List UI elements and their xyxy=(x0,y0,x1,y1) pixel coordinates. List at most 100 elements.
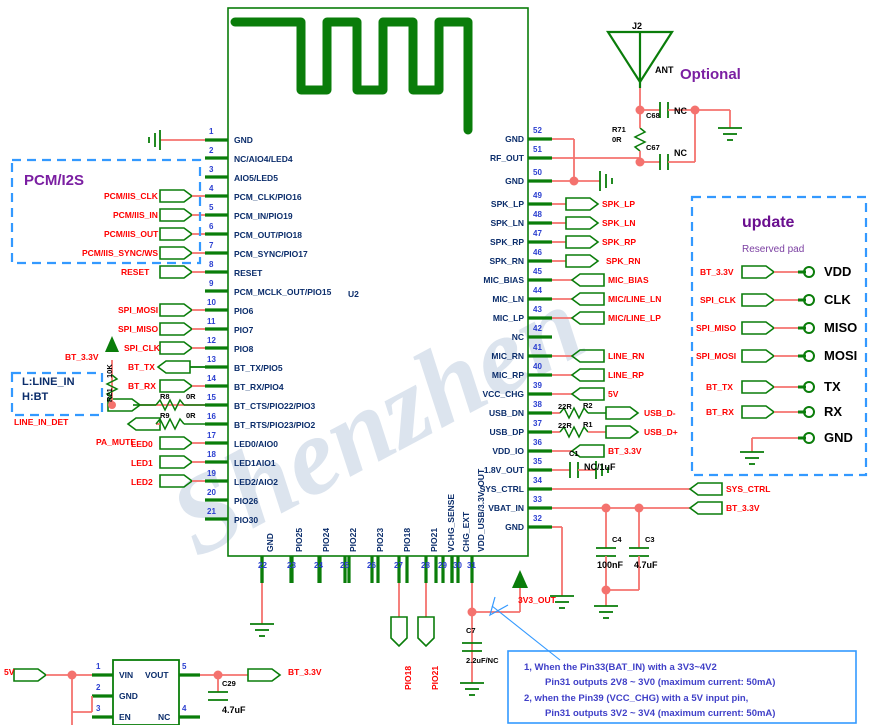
resistor-value-r21: 10K xyxy=(105,364,114,378)
pin-name: PCM_CLK/PIO16 xyxy=(234,192,302,202)
pin-number: 15 xyxy=(207,393,216,402)
resistor-value-r8: 0R xyxy=(186,392,196,401)
pin-name: LED2/AIO2 xyxy=(234,477,278,487)
pin-number: 28 xyxy=(421,561,430,570)
pin-name: USB_DP xyxy=(489,427,524,437)
pin-number: 18 xyxy=(207,450,216,459)
pin-name: GND xyxy=(234,135,253,145)
pin-number: 41 xyxy=(533,343,542,352)
pin-name: PIO23 xyxy=(375,527,385,552)
pin-number: 51 xyxy=(533,145,542,154)
pin-name: GND xyxy=(119,691,138,701)
pin-number: 2 xyxy=(209,146,214,155)
net-label: SPK_LN xyxy=(602,218,636,228)
pin-number: 12 xyxy=(207,336,216,345)
pin-number: 5 xyxy=(209,203,214,212)
net-label: BT_RX xyxy=(128,381,156,391)
pad-net-label: SPI_CLK xyxy=(700,295,736,305)
pin-number: 50 xyxy=(533,168,542,177)
net-label: LINE_RP xyxy=(608,370,644,380)
pin-name: PIO26 xyxy=(234,496,259,506)
pin-name: PIO7 xyxy=(234,325,254,335)
note-line-2: Pin31 outputs 2V8 ~ 3V0 (maximum current… xyxy=(545,677,776,688)
pin-name: BT_RX/PIO4 xyxy=(234,382,284,392)
pin-name: PCM_MCLK_OUT/PIO15 xyxy=(234,287,332,297)
pin-name: RF_OUT xyxy=(490,153,524,163)
net-label: RESET xyxy=(121,267,150,277)
pin-name: VIN xyxy=(119,670,134,680)
pin-name: GND xyxy=(265,533,275,552)
net-label: LINE_IN_DET xyxy=(14,417,69,427)
pin-name: SPK_RP xyxy=(489,237,524,247)
cap-ref-c67: C67 xyxy=(646,143,660,152)
pad-label: RX xyxy=(824,404,843,419)
pin-name: NC/AIO4/LED4 xyxy=(234,154,293,164)
pin-name: SYS_CTRL xyxy=(479,484,524,494)
pin-number: 42 xyxy=(533,324,542,333)
resistor-value-r71: 0R xyxy=(612,135,622,144)
net-label: LINE_RN xyxy=(608,351,645,361)
block-title-pcm-i2s: PCM/I2S xyxy=(24,172,85,189)
pin-name: PIO24 xyxy=(321,527,331,552)
cap-ref-c29: C29 xyxy=(222,679,236,688)
pin-number: 33 xyxy=(533,495,542,504)
pin-name: MIC_RN xyxy=(491,351,524,361)
pad-label: VDD xyxy=(824,264,852,279)
pin-number: 4 xyxy=(209,184,214,193)
resistor-ref-r21: R21 xyxy=(105,388,114,402)
pin-name: EN xyxy=(119,712,131,722)
cap-value-c3: 4.7uF xyxy=(634,560,658,570)
pin-name: CHG_EXT xyxy=(461,511,471,552)
pin-number: 9 xyxy=(209,279,214,288)
pin-number: 24 xyxy=(314,561,323,570)
pin-name: VCHG_SENSE xyxy=(446,493,456,552)
net-label: USB_D+ xyxy=(644,427,678,437)
cap-ref-c7: C7 xyxy=(466,626,476,635)
pin-number: 20 xyxy=(207,488,216,497)
pin-name: LED0/AIO0 xyxy=(234,439,278,449)
pin-number: 44 xyxy=(533,286,542,295)
pin-number: 48 xyxy=(533,210,542,219)
pin-number: 40 xyxy=(533,362,542,371)
net-label: PCM/IIS_OUT xyxy=(104,229,159,239)
cap-value-c29: 4.7uF xyxy=(222,705,246,715)
pad-label: MISO xyxy=(824,320,858,335)
pin-number: 11 xyxy=(207,317,216,326)
pin-name: AIO5/LED5 xyxy=(234,173,278,183)
pin-name: PCM_IN/PIO19 xyxy=(234,211,293,221)
net-label: BT_TX xyxy=(128,362,155,372)
pin-name: USB_DN xyxy=(489,408,524,418)
pin-number: 5 xyxy=(182,662,187,671)
pad-label: GND xyxy=(824,430,853,445)
net-label: MIC_BIAS xyxy=(608,275,649,285)
block-label-line-in-det-2: H:BT xyxy=(22,391,49,403)
pad-net-label: SPI_MISO xyxy=(696,323,737,333)
resistor-ref-r2: R2 xyxy=(583,401,593,410)
pin-number: 36 xyxy=(533,438,542,447)
cap-ref-c68: C68 xyxy=(646,111,660,120)
cap-value-c68: NC xyxy=(674,106,687,116)
pin-number: 38 xyxy=(533,400,542,409)
resistor-value-r2: 22R xyxy=(558,402,572,411)
pin-number: 46 xyxy=(533,248,542,257)
pin-name: MIC_BIAS xyxy=(483,275,524,285)
net-label: SPI_MISO xyxy=(118,324,159,334)
pad-label: TX xyxy=(824,379,841,394)
net-label: MIC/LINE_LN xyxy=(608,294,662,304)
pin-number: 26 xyxy=(367,561,376,570)
net-label-5v-in: 5V xyxy=(4,667,15,677)
pin-name: BT_CTS/PIO22/PIO3 xyxy=(234,401,316,411)
block-label-line-in-det-1: L:LINE_IN xyxy=(22,376,75,388)
cap-value-c7: 2.2uF/NC xyxy=(466,656,499,665)
pin-number: 3 xyxy=(209,165,214,174)
pin-name: 1.8V_OUT xyxy=(483,465,524,475)
update-block-title: update xyxy=(742,214,795,231)
pad-net-label: BT_RX xyxy=(706,407,734,417)
pin-number: 49 xyxy=(533,191,542,200)
pin-number: 25 xyxy=(340,561,349,570)
pin-name: VCC_CHG xyxy=(482,389,524,399)
net-label: SPK_RP xyxy=(602,237,637,247)
pin-number: 43 xyxy=(533,305,542,314)
